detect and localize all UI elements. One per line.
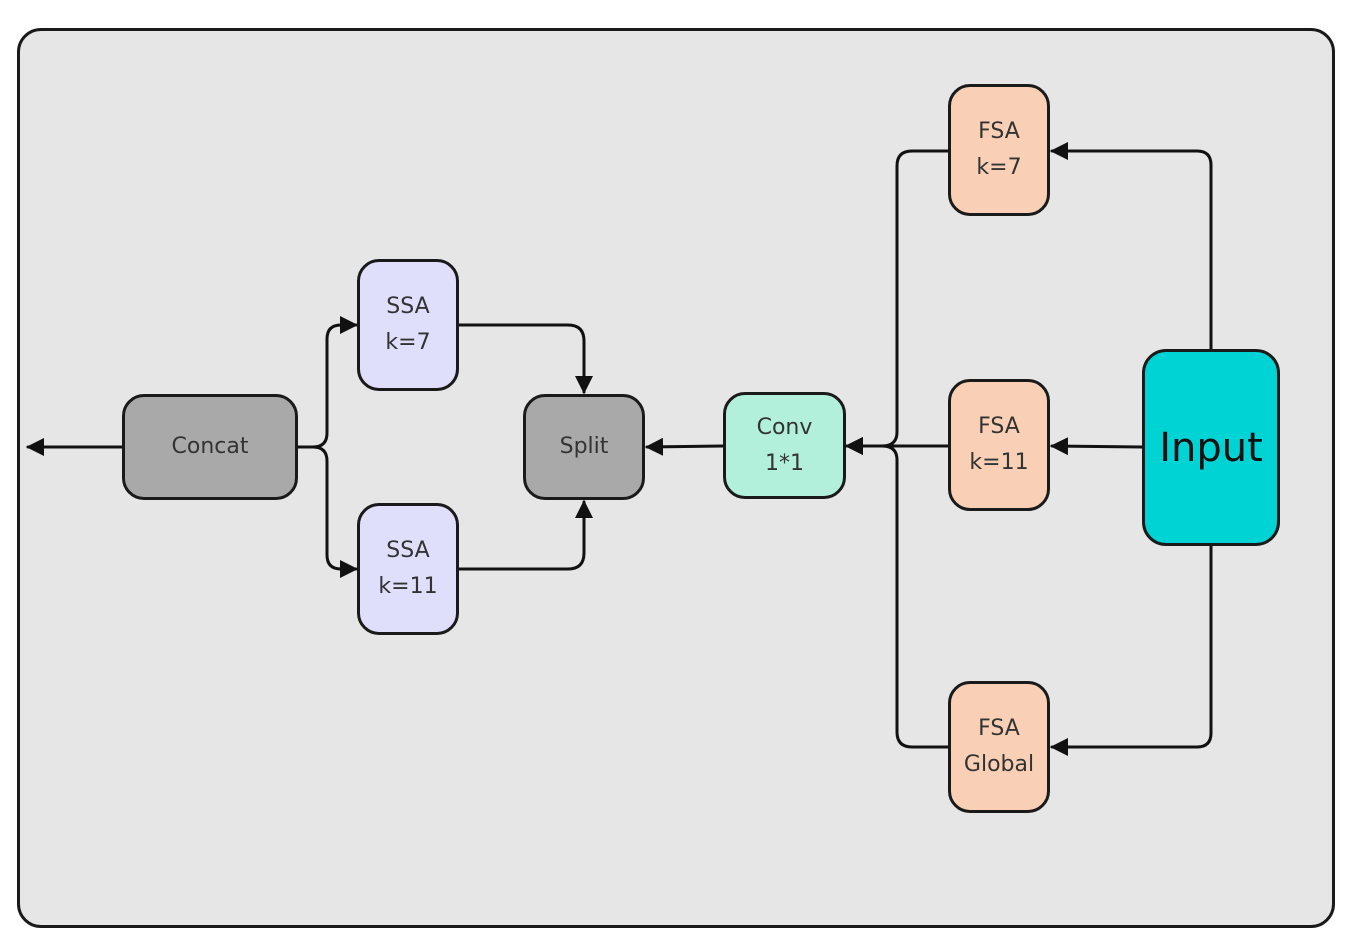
- ssa-k11-node: SSA k=11: [357, 503, 459, 635]
- input-node: Input: [1142, 349, 1280, 546]
- edge-input-to-fsa-global: [1050, 543, 1213, 756]
- conv-param: 1*1: [765, 450, 804, 476]
- fsa-global-param: Global: [963, 752, 1035, 777]
- edge-concat-to-ssa-k11: [296, 445, 358, 578]
- fsa-k7-node: FSA k=7: [948, 84, 1050, 216]
- edge-conv-to-split: [645, 437, 725, 456]
- fsa-k11-node: FSA k=11: [948, 379, 1050, 511]
- concat-label: Concat: [171, 434, 249, 459]
- ssa-k7-title: SSA: [386, 294, 430, 319]
- conv-node: Conv 1*1: [723, 392, 846, 499]
- fsa-k7-param: k=7: [976, 155, 1022, 180]
- edge-input-to-fsa-k11: [1050, 437, 1144, 456]
- ssa-k7-param: k=7: [385, 330, 431, 355]
- ssa-k11-title: SSA: [386, 538, 430, 563]
- edge-ssa-k11-to-split: [457, 500, 593, 571]
- conv-title: Conv: [756, 414, 813, 440]
- edge-concat-to-ssa-k7: [296, 316, 358, 449]
- edge-fsa-k7-to-conv: [845, 149, 950, 455]
- ssa-k7-node: SSA k=7: [357, 259, 459, 391]
- split-label: Split: [559, 434, 609, 459]
- edge-input-to-fsa-k7: [1050, 142, 1213, 351]
- fsa-global-node: FSA Global: [948, 681, 1050, 813]
- edge-fsa-global-to-conv: [845, 437, 950, 749]
- split-node: Split: [523, 394, 645, 500]
- fsa-k7-title: FSA: [978, 119, 1020, 144]
- input-label: Input: [1159, 424, 1263, 471]
- fsa-k11-param: k=11: [969, 450, 1029, 475]
- concat-node: Concat: [122, 394, 298, 500]
- ssa-k11-param: k=11: [378, 574, 438, 599]
- fsa-k11-title: FSA: [978, 414, 1020, 439]
- edge-ssa-k7-to-split: [457, 323, 593, 394]
- fsa-global-title: FSA: [978, 716, 1020, 741]
